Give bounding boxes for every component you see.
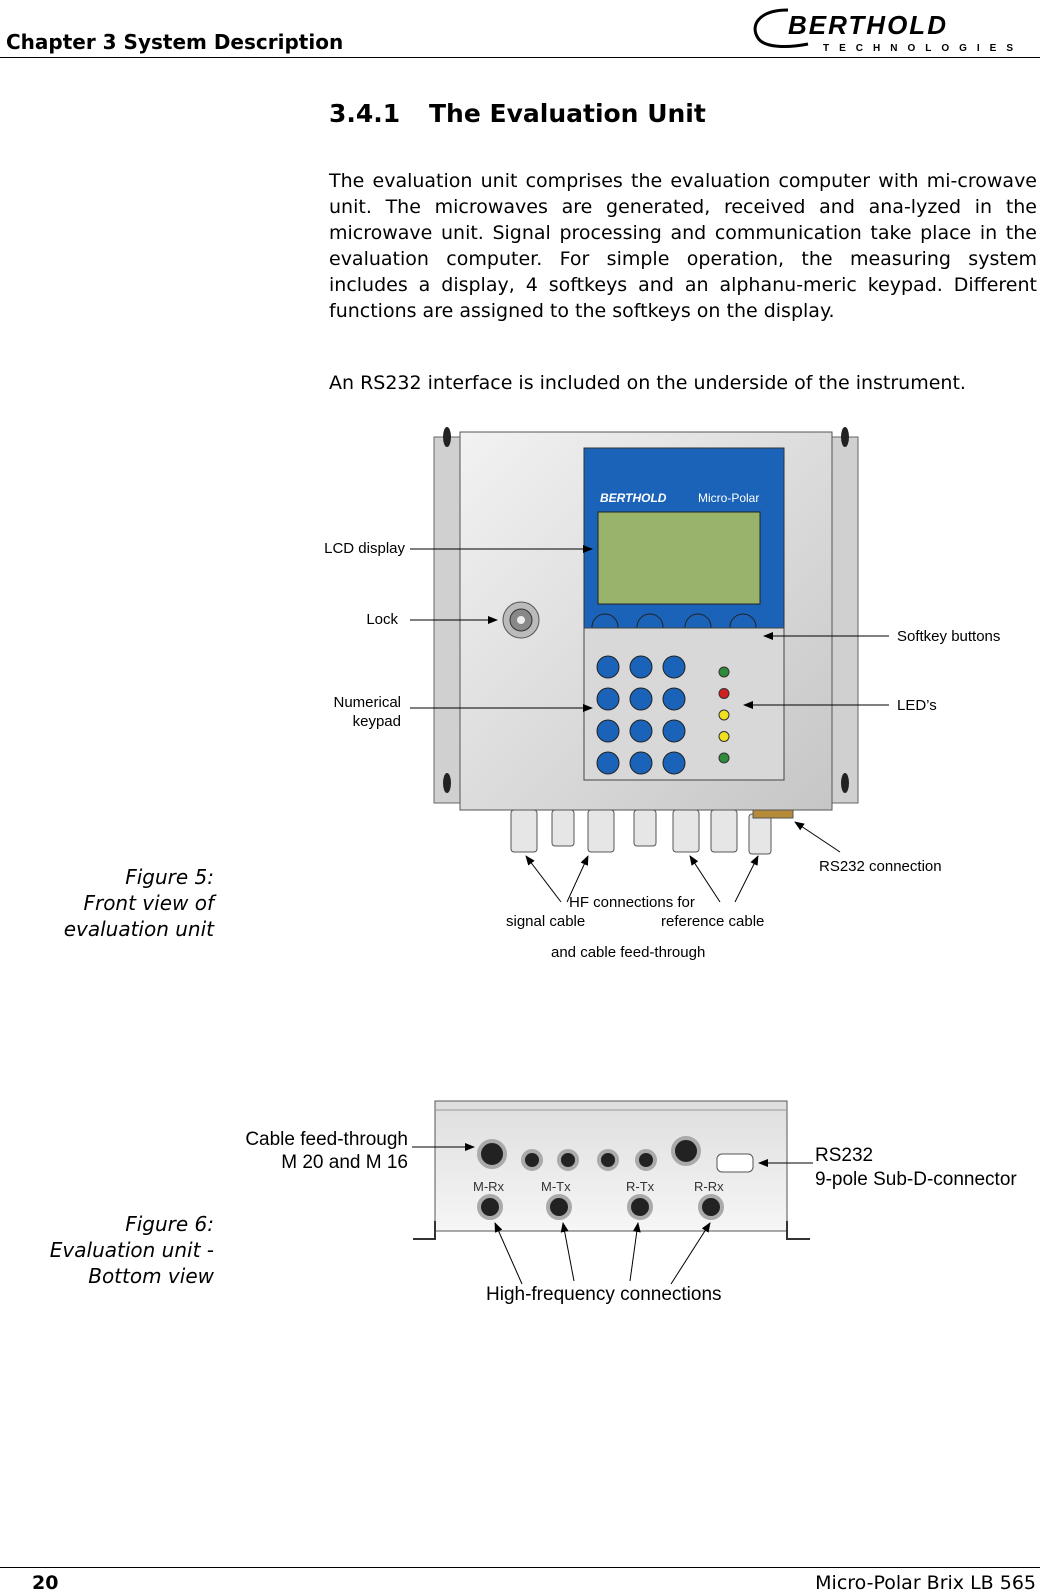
label-mrx: M-Rx: [473, 1179, 505, 1194]
paragraph-1: The evaluation unit comprises the evalua…: [329, 170, 1037, 322]
chapter-title: Chapter 3 System Description: [6, 30, 344, 54]
cable-feed-throughs: [477, 1136, 701, 1171]
label-lcd: LCD display: [324, 540, 405, 557]
figure5-caption-line3: evaluation unit: [63, 917, 214, 941]
figure5-caption-line1: Figure 5:: [125, 865, 214, 889]
document-name: Micro-Polar Brix LB 565: [815, 1572, 1036, 1594]
label-lock: Lock: [366, 611, 398, 628]
label-reference: reference cable: [661, 913, 764, 930]
cable-glands: [510, 809, 772, 855]
header-rule: [0, 57, 1040, 58]
figure6-caption-line2: Evaluation unit -: [49, 1238, 214, 1262]
label-rtx: R-Tx: [626, 1179, 655, 1194]
numeric-keypad: [596, 655, 686, 775]
panel-brand: BERTHOLD: [600, 491, 667, 505]
section-number: 3.4.1: [329, 99, 401, 128]
label-leds: LED’s: [897, 697, 937, 714]
logo-sub-text: TECHNOLOGIES: [823, 43, 1023, 54]
logo-main-text: BERTHOLD: [788, 10, 948, 40]
figure5-caption: Figure 5: Front view of evaluation unit: [64, 864, 214, 942]
label-hf: HF connections for: [569, 894, 695, 911]
label-cable-1: Cable feed-through: [245, 1129, 408, 1150]
lcd-screen: [597, 511, 761, 605]
label-keypad-1: Numerical: [333, 694, 401, 711]
section-heading: 3.4.1 The Evaluation Unit: [329, 99, 706, 128]
berthold-logo: BERTHOLD TECHNOLOGIES: [753, 8, 1023, 54]
footer-rule: [0, 1567, 1040, 1568]
label-keypad-2: keypad: [353, 713, 401, 730]
sub-d-connector: [716, 1153, 754, 1173]
paragraph-2: An RS232 interface is included on the un…: [329, 372, 966, 394]
right-bracket: [831, 436, 859, 804]
label-mtx: M-Tx: [541, 1179, 571, 1194]
label-softkeys: Softkey buttons: [897, 628, 1000, 645]
hf-connectors: [477, 1194, 724, 1220]
figure6-caption: Figure 6: Evaluation unit - Bottom view: [50, 1211, 214, 1289]
panel-model: Micro-Polar: [698, 491, 759, 505]
label-feed: and cable feed-through: [551, 944, 705, 961]
figure5-caption-line2: Front view of: [83, 891, 214, 915]
rs232-connector: [752, 809, 794, 819]
section-title: The Evaluation Unit: [429, 99, 706, 128]
led-3: [718, 709, 730, 721]
led-5: [718, 752, 730, 764]
label-hf-connections: High-frequency connections: [486, 1284, 722, 1305]
label-rs-1: RS232: [815, 1145, 873, 1166]
label-rrx: R-Rx: [694, 1179, 724, 1194]
figure6-caption-line3: Bottom view: [88, 1264, 214, 1288]
led-indicators: [718, 666, 730, 764]
led-2: [718, 688, 730, 699]
led-1: [718, 666, 730, 678]
label-rs232: RS232 connection: [819, 858, 942, 875]
label-signal: signal cable: [506, 913, 585, 930]
figure6-caption-line1: Figure 6:: [125, 1212, 214, 1236]
label-cable-2: M 20 and M 16: [281, 1152, 408, 1173]
page-number: 20: [32, 1572, 59, 1594]
led-4: [718, 731, 730, 742]
label-rs-2: 9-pole Sub-D-connector: [815, 1169, 1017, 1190]
